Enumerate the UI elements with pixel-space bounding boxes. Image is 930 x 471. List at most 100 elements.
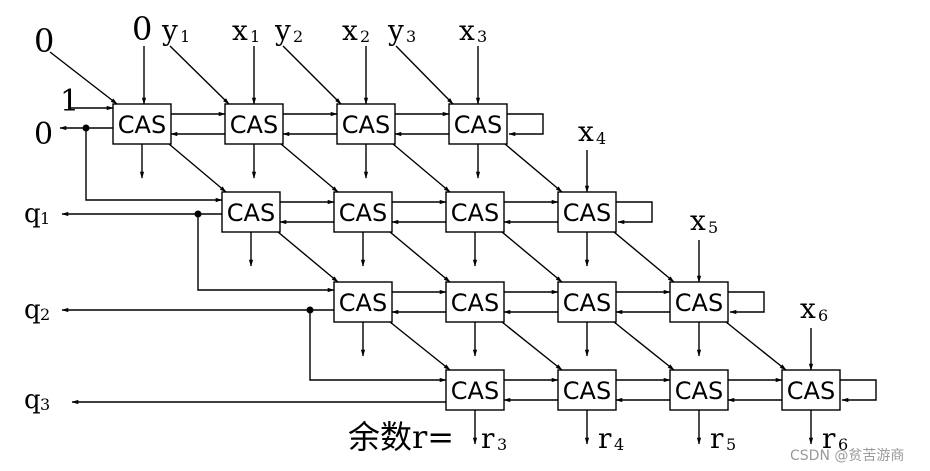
diag-wire <box>280 143 339 193</box>
remainder-base: r <box>481 422 495 455</box>
y-input-3: y 3 <box>387 14 416 47</box>
x-input-base: x <box>578 115 594 148</box>
cas-cell-layer: CAS CAS CAS CAS CAS CAS CAS CAS CAS CAS CAS CAS CAS C… <box>112 103 841 411</box>
x-input-base: x <box>232 14 248 47</box>
diag-wire <box>389 231 451 283</box>
cas-cell: CAS <box>781 369 841 411</box>
x-input-sub: 1 <box>250 27 260 46</box>
remainder-output-4: r 4 <box>598 422 624 455</box>
x-input-2: x 2 <box>342 14 370 47</box>
x-input-base: x <box>690 204 706 237</box>
remainder-base: r <box>598 422 612 455</box>
y-input-sub: 1 <box>180 27 190 46</box>
cas-cell-label: CAS <box>675 377 723 405</box>
input-wire <box>49 51 118 105</box>
y-input-sub: 2 <box>293 27 303 46</box>
diag-wire <box>168 143 227 193</box>
remainder-sub: 5 <box>726 435 736 454</box>
junction-dot <box>306 306 314 314</box>
x-input-3: x 3 <box>459 14 487 47</box>
cas-cell: CAS <box>224 103 284 145</box>
diag-wire <box>725 321 787 371</box>
cas-cell-box <box>781 369 841 411</box>
remainder-sub: 3 <box>497 435 507 454</box>
quotient-output-3: q 3 <box>24 385 50 415</box>
cas-cell-label: CAS <box>451 289 499 317</box>
cas-cell-box <box>669 369 729 411</box>
input-wire <box>169 45 230 105</box>
cas-cell-label: CAS <box>787 377 835 405</box>
cas-cell-label: CAS <box>451 199 499 227</box>
cas-cell-box <box>445 369 505 411</box>
cas-cell-box <box>221 191 281 233</box>
input-wire <box>395 45 454 105</box>
x-input-sub: 4 <box>596 129 606 148</box>
remainder-output-3: r 3 <box>481 422 507 455</box>
quotient-output-1: q 1 <box>24 199 50 229</box>
output-zero: 0 <box>34 117 53 152</box>
remainder-output-6: r 6 <box>822 422 848 455</box>
cas-cell: CAS <box>669 281 729 323</box>
remainder-base: r <box>710 422 724 455</box>
cas-cell-box <box>557 191 617 233</box>
input-wire <box>282 45 342 105</box>
cas-cell-box <box>557 281 617 323</box>
cas-cell-label: CAS <box>451 377 499 405</box>
feedback-wire <box>309 310 447 383</box>
feedback-wire <box>85 128 223 203</box>
cas-cell-box <box>112 103 172 145</box>
cas-cell-box <box>224 103 284 145</box>
y-input-sub: 3 <box>406 27 416 46</box>
cas-cell: CAS <box>445 369 505 411</box>
loop-wire <box>616 201 653 225</box>
cas-cell-box <box>445 281 505 323</box>
cas-cell: CAS <box>112 103 172 145</box>
cas-cell: CAS <box>557 191 617 233</box>
x-input-6: x 6 <box>800 292 828 325</box>
watermark: CSDN @贫苦游商 <box>790 448 904 464</box>
cas-cell: CAS <box>557 369 617 411</box>
x-input-1: x 1 <box>232 14 260 47</box>
remainder-output-5: r 5 <box>710 422 736 455</box>
cas-cell-box <box>445 191 505 233</box>
quotient-base: q <box>24 199 41 229</box>
x-input-sub: 3 <box>477 27 487 46</box>
x-input-sub: 6 <box>818 306 828 325</box>
x-input-4: x 4 <box>578 115 606 148</box>
junction-dot <box>82 124 90 132</box>
cas-cell-label: CAS <box>342 111 390 139</box>
cas-cell-label: CAS <box>339 289 387 317</box>
quotient-base: q <box>24 385 41 415</box>
junction-dot <box>194 210 202 218</box>
cas-cell: CAS <box>221 191 281 233</box>
cas-cell-label: CAS <box>339 199 387 227</box>
cas-cell-label: CAS <box>563 199 611 227</box>
cas-cell: CAS <box>557 281 617 323</box>
cas-cell-box <box>333 191 393 233</box>
quotient-sub: 1 <box>40 209 50 228</box>
input-zero-left: 0 <box>34 22 54 60</box>
quotient-sub: 3 <box>40 395 50 414</box>
diag-wire <box>392 143 451 193</box>
cas-cell: CAS <box>445 281 505 323</box>
quotient-output-2: q 2 <box>24 295 50 325</box>
cas-cell-label: CAS <box>563 289 611 317</box>
cas-cell-box <box>448 103 508 145</box>
x-input-base: x <box>342 14 358 47</box>
cas-cell-box <box>557 369 617 411</box>
diag-wire <box>504 143 563 193</box>
cas-cell: CAS <box>445 191 505 233</box>
diag-wire <box>277 231 339 283</box>
y-input-2: y 2 <box>274 14 303 47</box>
diag-wire <box>501 231 563 283</box>
input-zero-top: 0 <box>132 10 152 48</box>
diag-wire <box>613 231 675 283</box>
cas-cell-label: CAS <box>227 199 275 227</box>
y-input-base: y <box>387 14 404 47</box>
quotient-base: q <box>24 295 41 325</box>
cas-cell-box <box>669 281 729 323</box>
diag-wire <box>501 321 563 371</box>
diag-wire <box>613 321 675 371</box>
y-input-1: y 1 <box>161 14 190 47</box>
